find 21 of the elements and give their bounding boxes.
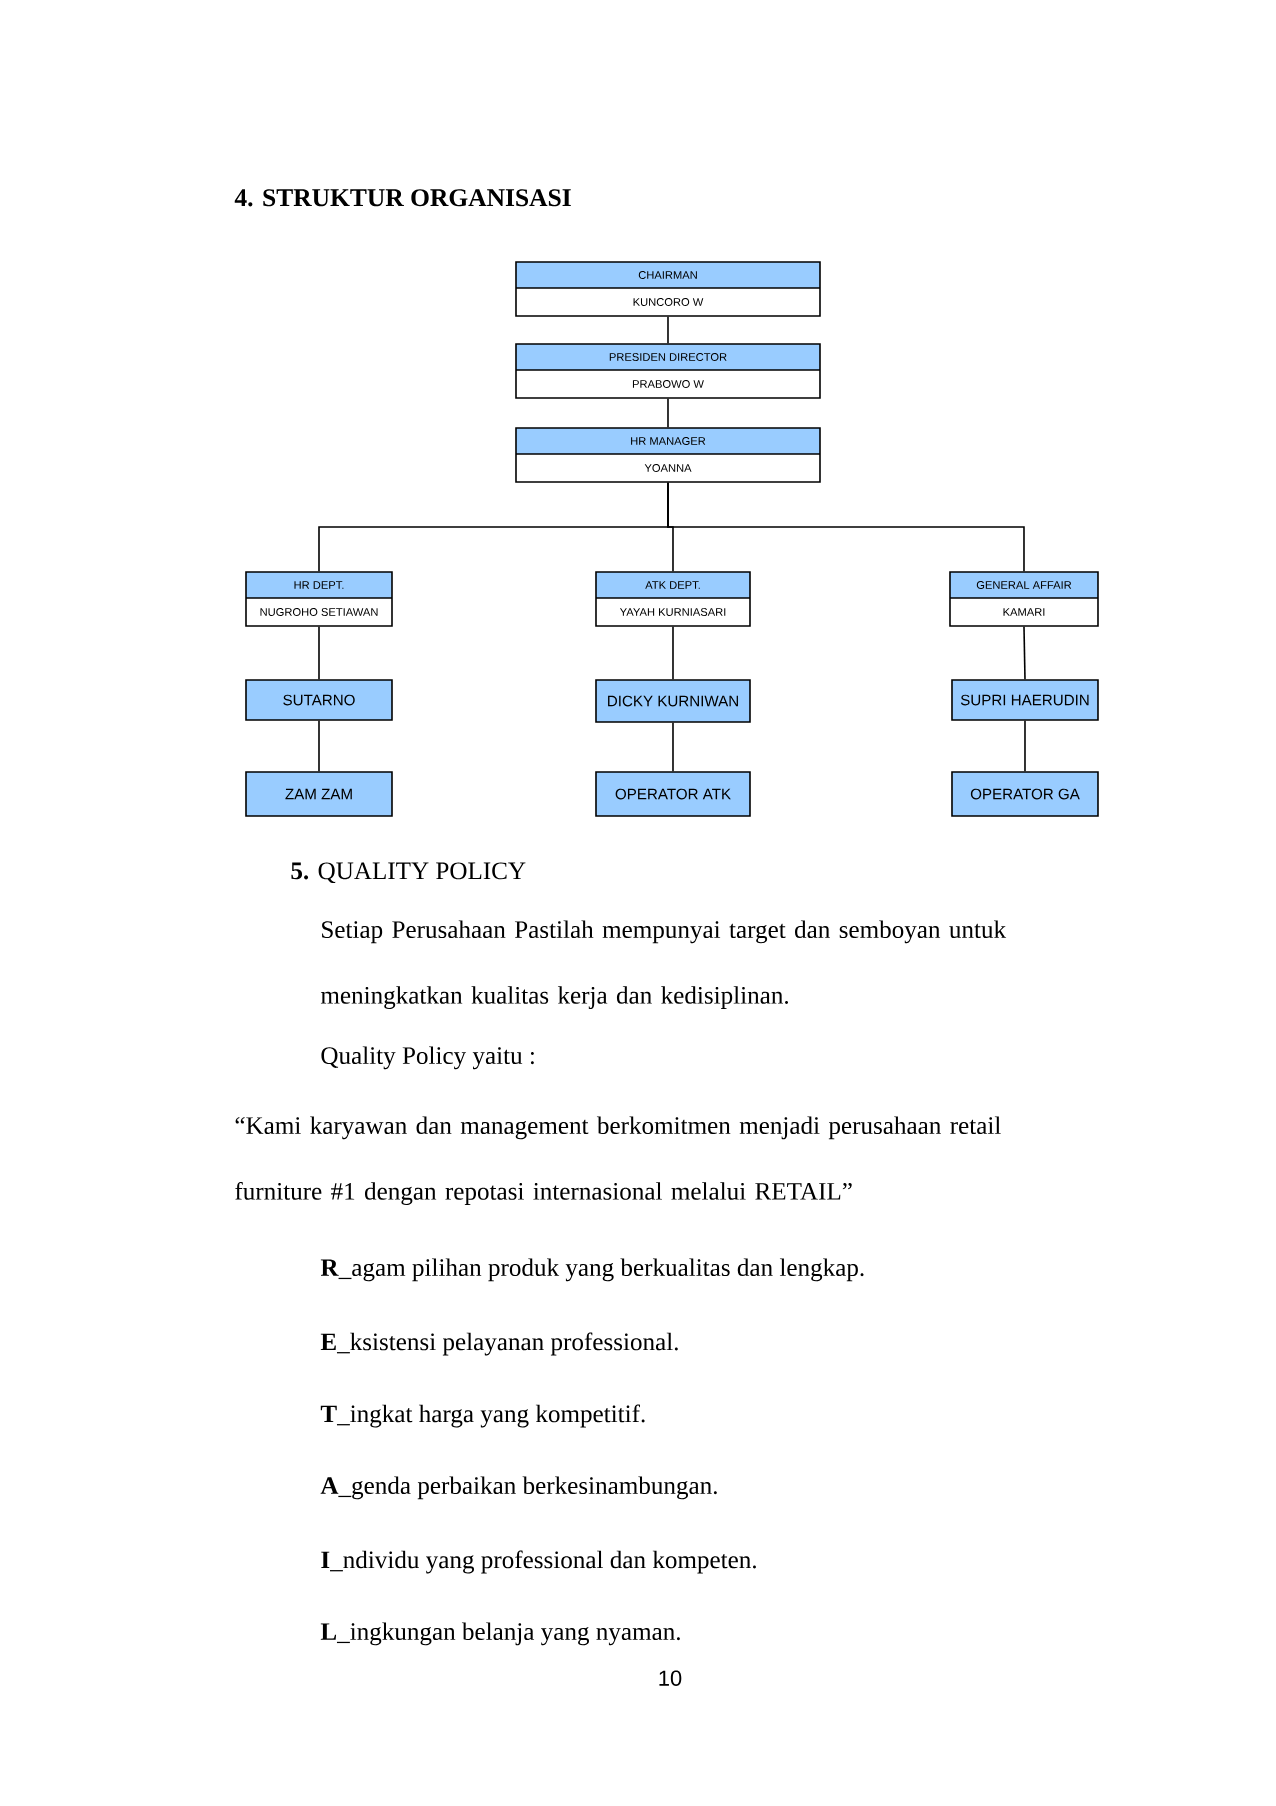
- text-line: Quality Policy yaitu :: [321, 1046, 534, 1070]
- connector-line: [667, 316, 669, 344]
- connector-line: [1024, 720, 1026, 772]
- connector-line: [672, 722, 674, 772]
- connector-line: [667, 482, 1025, 572]
- connector-line: [667, 398, 669, 428]
- list-item: T_ingkat harga yang kompetitif.: [320, 1404, 645, 1428]
- connector-line: [1023, 626, 1026, 680]
- section-heading: 5. QUALITY POLICY: [291, 862, 526, 884]
- connector-line: [318, 626, 320, 680]
- connector-line: [318, 720, 320, 772]
- heading: 4. STRUKTUR ORGANISASI: [234, 189, 571, 207]
- list-item: I_ndividu yang professional dan kompeten.: [321, 1550, 756, 1574]
- list-item: A_genda perbaikan berkesinambungan.: [320, 1476, 717, 1500]
- list-item: R_agam pilihan produk yang berkualitas dan lengkap.: [320, 1258, 864, 1282]
- list-item: L_ingkungan belanja yang nyaman.: [320, 1622, 680, 1646]
- page-number: 10: [659, 1670, 682, 1686]
- paragraph: Setiap Perusahaan Pastilah mempunyai target dan semboyan untuk meningkatkan kualitas kerja dan kedisiplinan.: [320, 920, 1007, 1009]
- quote-paragraph: “Kami karyawan dan management berkomitmen menjadi perusahaan retail furniture #1 dengan repotasi internasional melalui RETAIL”: [235, 1116, 1001, 1205]
- connector-line: [672, 626, 674, 680]
- list-item: E_ksistensi pelayanan professional.: [320, 1332, 678, 1356]
